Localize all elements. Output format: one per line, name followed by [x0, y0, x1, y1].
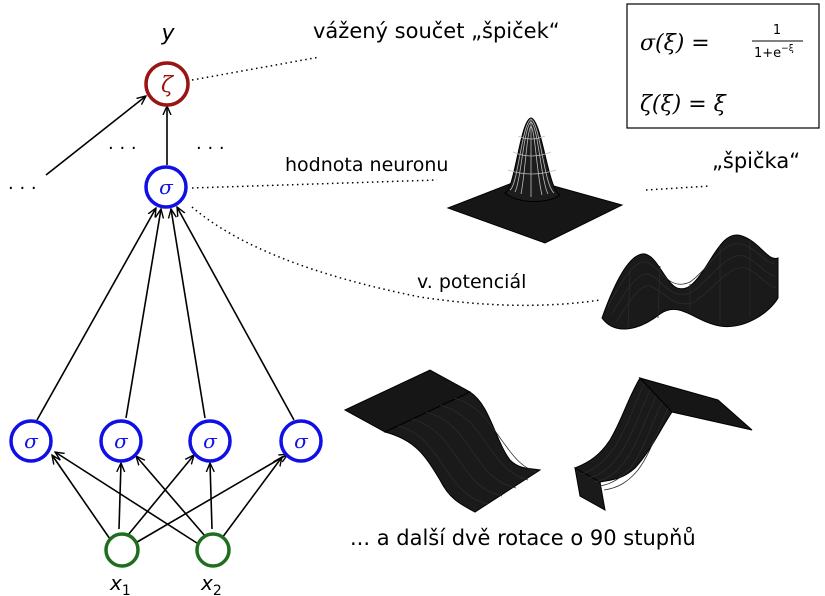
neuron-value-label: hodnota neuronu [285, 154, 448, 176]
input-label-x1: x1 [109, 571, 131, 596]
potential-label: v. potenciál [417, 271, 526, 293]
output-neuron-circle [144, 61, 190, 107]
hidden-neuron-4-circle [279, 419, 323, 463]
input-neuron-2-circle [195, 532, 231, 568]
hidden-neuron-top: σ [144, 165, 188, 209]
hidden-neuron-1-label: σ [24, 429, 39, 453]
sigma-formula-lhs: σ(ξ) = [640, 31, 710, 56]
zeta-formula: ζ(ξ) = ξ [640, 92, 728, 117]
hidden-neuron-3: σ [188, 419, 232, 463]
spike-surface [446, 117, 624, 244]
hidden-neuron-1: σ [9, 419, 53, 463]
input-neuron-2 [195, 532, 231, 568]
formula-box-frame [626, 3, 820, 129]
spike-label: „špička“ [712, 149, 800, 173]
input-label-x2: x2 [200, 571, 222, 596]
hidden-neuron-3-label: σ [203, 429, 218, 453]
formula-box: σ(ξ) = 1 1+e−ξ ζ(ξ) = ξ [626, 3, 820, 129]
input-neuron-1-circle [104, 532, 140, 568]
hidden-neuron-2: σ [99, 419, 143, 463]
output-y-label: y [160, 21, 175, 46]
sigmoid-surface-left [343, 369, 542, 513]
sigma-formula-numerator: 1 [773, 23, 781, 38]
ellipsis-far-left: · · · [8, 178, 37, 199]
hidden-neuron-1-circle [9, 419, 53, 463]
spike-base-plane [446, 177, 624, 244]
sigma-formula-denominator: 1+e−ξ [754, 44, 794, 61]
input-neuron-1 [104, 532, 140, 568]
input-to-hidden-edges [52, 452, 288, 546]
sigmoid-right-wireframe [581, 383, 669, 491]
weighted-sum-label: vážený součet „špiček“ [313, 19, 560, 43]
potential-wave-body [601, 234, 779, 330]
hidden-neuron-2-label: σ [114, 429, 129, 453]
hidden-neuron-top-label: σ [159, 175, 174, 199]
spike-wireframe [507, 118, 557, 197]
hidden-neuron-2-circle [99, 419, 143, 463]
potential-wireframe [607, 240, 777, 329]
spike-peak [503, 117, 561, 202]
output-neuron-label: ζ [161, 73, 175, 98]
hidden-neuron-4: σ [279, 419, 323, 463]
hidden-neuron-4-label: σ [294, 429, 309, 453]
rotations-caption: ... a další dvě rotace o 90 stupňů [350, 526, 696, 550]
dotted-leaders [191, 56, 711, 307]
hidden-neuron-top-circle [144, 165, 188, 209]
hidden-to-hidden-edges [36, 207, 295, 421]
hidden-neuron-3-circle [188, 419, 232, 463]
ellipsis-left: · · · [108, 138, 137, 159]
sigmoid-left-wireframe [397, 397, 537, 505]
hidden-to-output-edges [45, 96, 167, 176]
output-neuron: ζ [144, 61, 190, 107]
potential-surface [601, 234, 779, 330]
ellipsis-right: · · · [196, 138, 225, 159]
sigmoid-surface-right [573, 377, 753, 511]
